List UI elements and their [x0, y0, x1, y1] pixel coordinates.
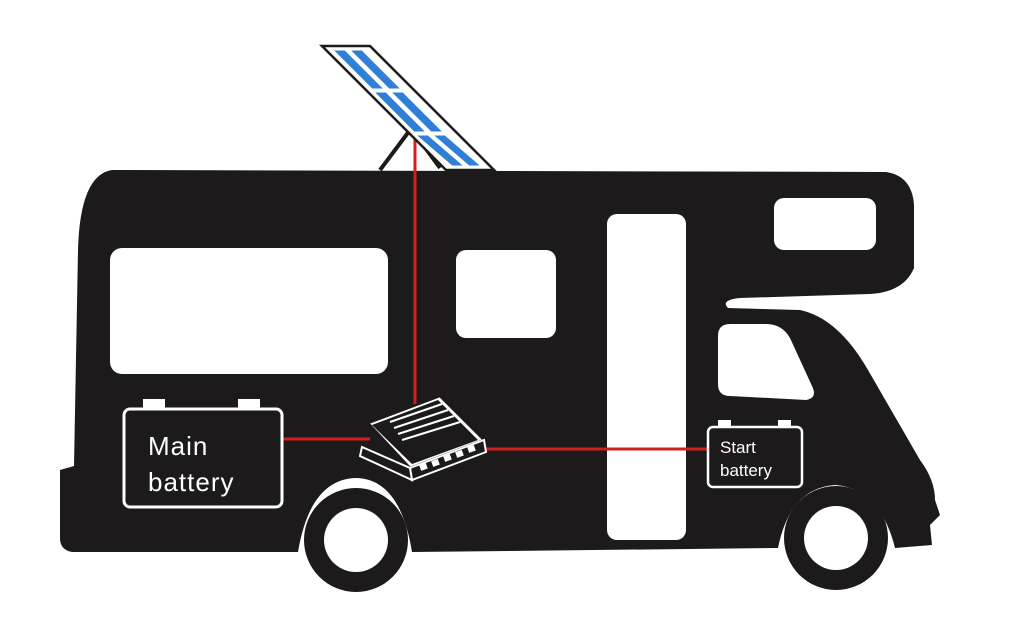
overcab-window [774, 198, 876, 250]
wiring [283, 137, 708, 451]
cab-window [718, 324, 814, 400]
side-window-small [456, 250, 556, 338]
entry-door [607, 214, 686, 540]
rear-wheel [304, 488, 408, 592]
main-battery-icon: Main battery [122, 399, 284, 509]
start-battery-label-line1: Start [720, 438, 756, 457]
side-window-large [110, 248, 388, 374]
main-battery-label-line2: battery [148, 467, 235, 497]
start-battery-icon: Start battery [706, 420, 804, 489]
main-battery-label-line1: Main [148, 431, 208, 461]
start-battery-label-line2: battery [720, 461, 772, 480]
solar-panel-icon [318, 44, 498, 172]
front-wheel [784, 486, 888, 590]
charge-controller-icon [358, 394, 488, 482]
